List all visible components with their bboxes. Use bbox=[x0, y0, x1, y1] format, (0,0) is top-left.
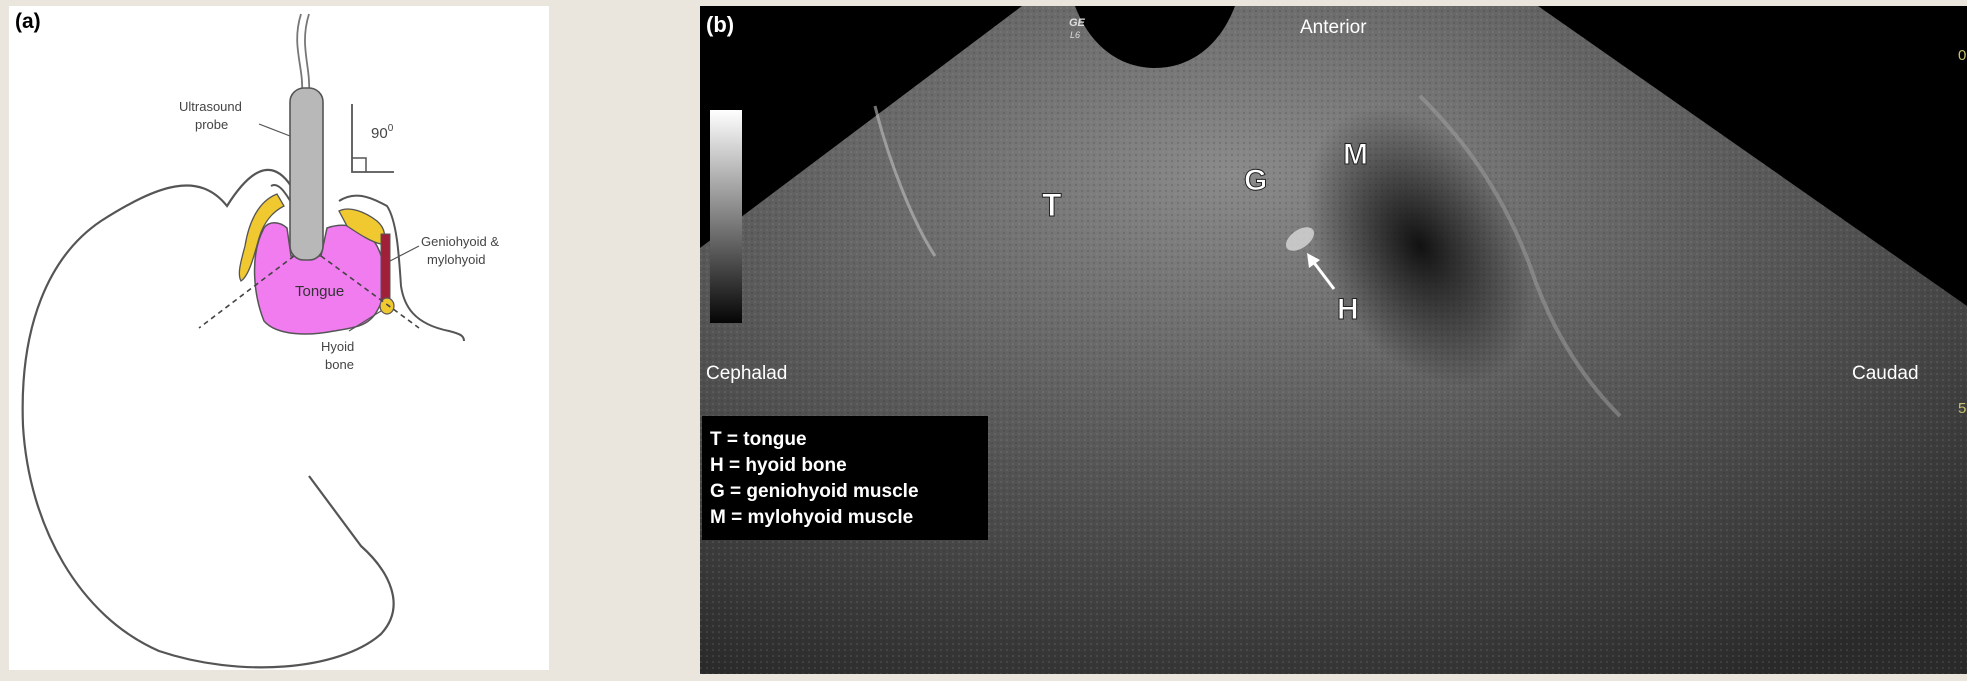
ultrasound-image: (b) GE L6 Anterior 0 5 Cephalad Caudad T… bbox=[700, 6, 1967, 674]
probe-body bbox=[290, 88, 323, 260]
legend-entry: G = geniohyoid muscle bbox=[710, 481, 919, 502]
probe-label-line2: probe bbox=[195, 117, 228, 132]
panel-a-label: (a) bbox=[15, 10, 41, 33]
anterior-label: Anterior bbox=[1300, 17, 1367, 38]
angle-label: 900 bbox=[371, 123, 394, 142]
marker-h: H bbox=[1337, 293, 1359, 326]
muscle-strip bbox=[381, 234, 390, 306]
panel-b-ultrasound: (b) GE L6 Anterior 0 5 Cephalad Caudad T… bbox=[700, 6, 1967, 674]
muscle-leader-line bbox=[390, 246, 419, 261]
probe-cable bbox=[297, 14, 309, 94]
grayscale-bar bbox=[710, 110, 742, 323]
panel-a-schematic: (a) Ultrasound probe 900 Tongue Geniohyo… bbox=[9, 6, 549, 670]
marker-t: T bbox=[1042, 187, 1062, 223]
hyoid-label-line2: bone bbox=[325, 357, 354, 372]
marker-g: G bbox=[1244, 164, 1267, 197]
legend-entry: T = tongue bbox=[710, 429, 807, 450]
probe-leader-line bbox=[259, 124, 290, 136]
depth-scale-bottom: 5 bbox=[1958, 400, 1966, 417]
muscle-label-line1: Geniohyoid & bbox=[421, 234, 499, 249]
tongue-label: Tongue bbox=[295, 283, 344, 300]
schematic-diagram: (a) Ultrasound probe 900 Tongue Geniohyo… bbox=[9, 6, 549, 670]
legend-entry: M = mylohyoid muscle bbox=[710, 507, 913, 528]
speckle-texture bbox=[700, 6, 1967, 674]
legend-entry: H = hyoid bone bbox=[710, 455, 847, 476]
brand-mark-line2: L6 bbox=[1070, 30, 1080, 40]
brand-mark-line1: GE bbox=[1069, 17, 1086, 29]
panel-b-label: (b) bbox=[706, 12, 734, 37]
marker-m: M bbox=[1343, 138, 1368, 171]
cephalad-label: Cephalad bbox=[706, 363, 787, 384]
depth-scale-top: 0 bbox=[1958, 47, 1966, 64]
right-angle-box bbox=[352, 158, 366, 172]
muscle-label-line2: mylohyoid bbox=[427, 252, 486, 267]
hyoid-label-line1: Hyoid bbox=[321, 339, 354, 354]
probe-label-line1: Ultrasound bbox=[179, 99, 242, 114]
caudad-label: Caudad bbox=[1852, 363, 1919, 384]
